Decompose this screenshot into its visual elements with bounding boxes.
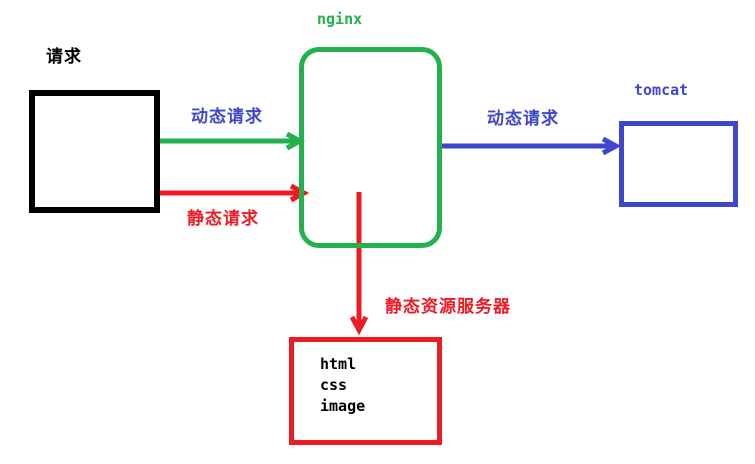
static-resource-server-label: 静态资源服务器 [385, 297, 511, 316]
tomcat-label: tomcat [634, 81, 689, 99]
nginx-box [299, 47, 442, 248]
nginx-label: nginx [317, 10, 363, 28]
dynamic-request-left-label: 动态请求 [191, 107, 263, 126]
static-resources-box: html css image [289, 337, 442, 445]
dynamic-request-right-label: 动态请求 [487, 109, 559, 128]
static-resource-item-html: html [320, 355, 357, 373]
request-label: 请求 [46, 47, 82, 66]
tomcat-box [619, 121, 738, 207]
request-box [29, 90, 160, 213]
static-resource-item-image: image [320, 397, 366, 415]
static-resource-item-css: css [320, 376, 348, 394]
static-request-label: 静态请求 [187, 209, 259, 228]
